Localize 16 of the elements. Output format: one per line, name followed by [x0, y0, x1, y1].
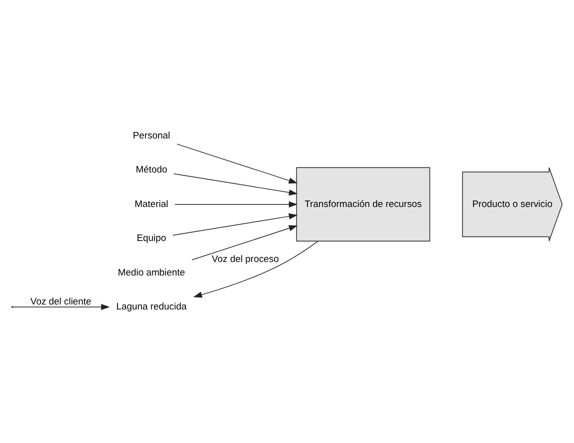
arrow — [192, 225, 298, 260]
node-text: Personal — [132, 130, 170, 142]
node-text: Método — [136, 164, 168, 176]
arrow — [176, 144, 298, 184]
arrow — [172, 213, 298, 236]
node-box: Transformación de recursos — [296, 167, 430, 242]
node-text: Medio ambiente — [118, 267, 186, 278]
edge-label: Voz del cliente — [30, 296, 92, 308]
edge-label: Voz del proceso — [212, 254, 279, 266]
node-text: Equipo — [136, 233, 166, 244]
arrow — [174, 201, 298, 208]
node-text: Material — [134, 198, 168, 210]
arrow — [12, 304, 110, 310]
arrow — [193, 240, 318, 298]
arrow — [173, 173, 298, 196]
node-text: Laguna reducida — [116, 301, 187, 312]
